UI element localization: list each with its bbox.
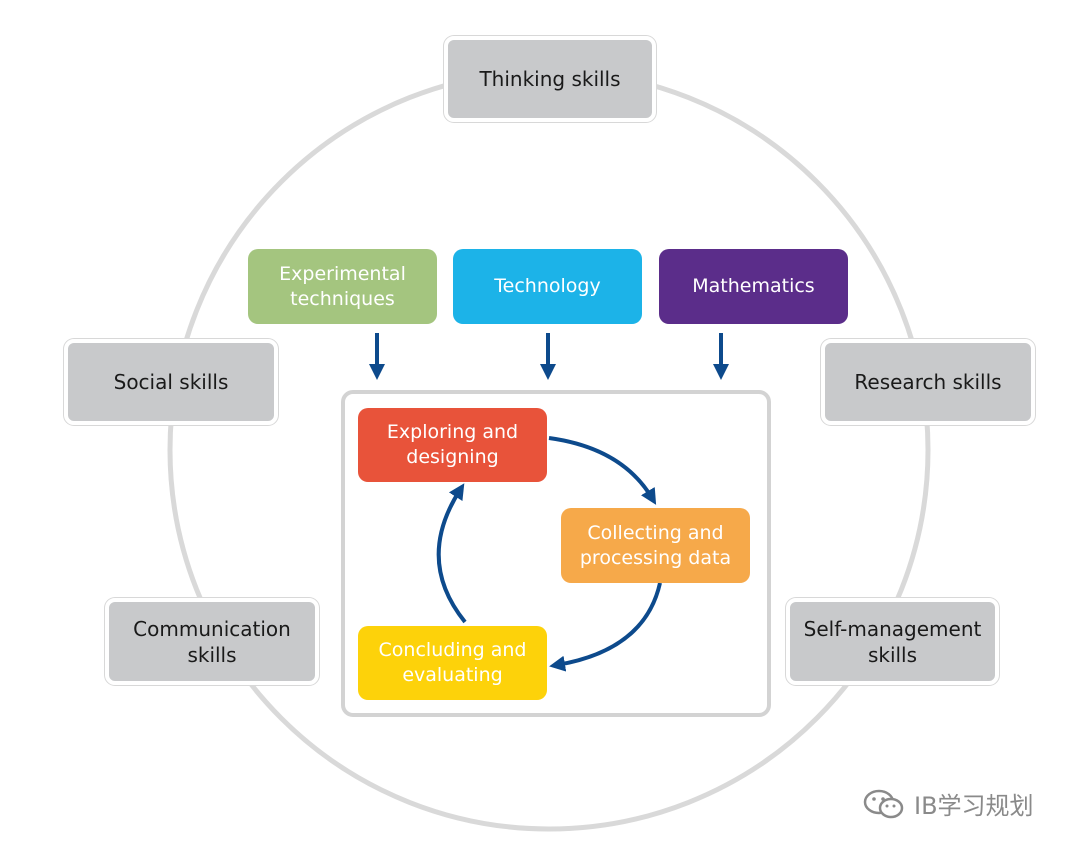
watermark-text: IB学习规划 [914, 792, 1034, 820]
arrow-exploring-to-collecting [548, 436, 657, 505]
arrow-collecting-to-concluding [549, 582, 662, 672]
thinking-skills-box: Thinking skills [444, 36, 656, 122]
self-management-skills-box: Self-management skills [786, 598, 999, 685]
arrow-concluding-to-exploring [436, 483, 467, 624]
exploring-designing-box: Exploring and designing [358, 408, 547, 482]
communication-skills-box: Communication skills [105, 598, 319, 685]
tool-arrows [369, 333, 729, 380]
technology-box: Technology [453, 249, 642, 324]
collecting-processing-box: Collecting and processing data [561, 508, 750, 583]
research-skills-box: Research skills [821, 339, 1035, 425]
wechat-icon [863, 789, 904, 818]
concluding-evaluating-box: Concluding and evaluating [358, 626, 547, 700]
mathematics-box: Mathematics [659, 249, 848, 324]
social-skills-box: Social skills [64, 339, 278, 425]
watermark: IB学习规划 [862, 786, 1034, 821]
experimental-techniques-box: Experimental techniques [248, 249, 437, 324]
cycle-arrows [436, 436, 662, 672]
